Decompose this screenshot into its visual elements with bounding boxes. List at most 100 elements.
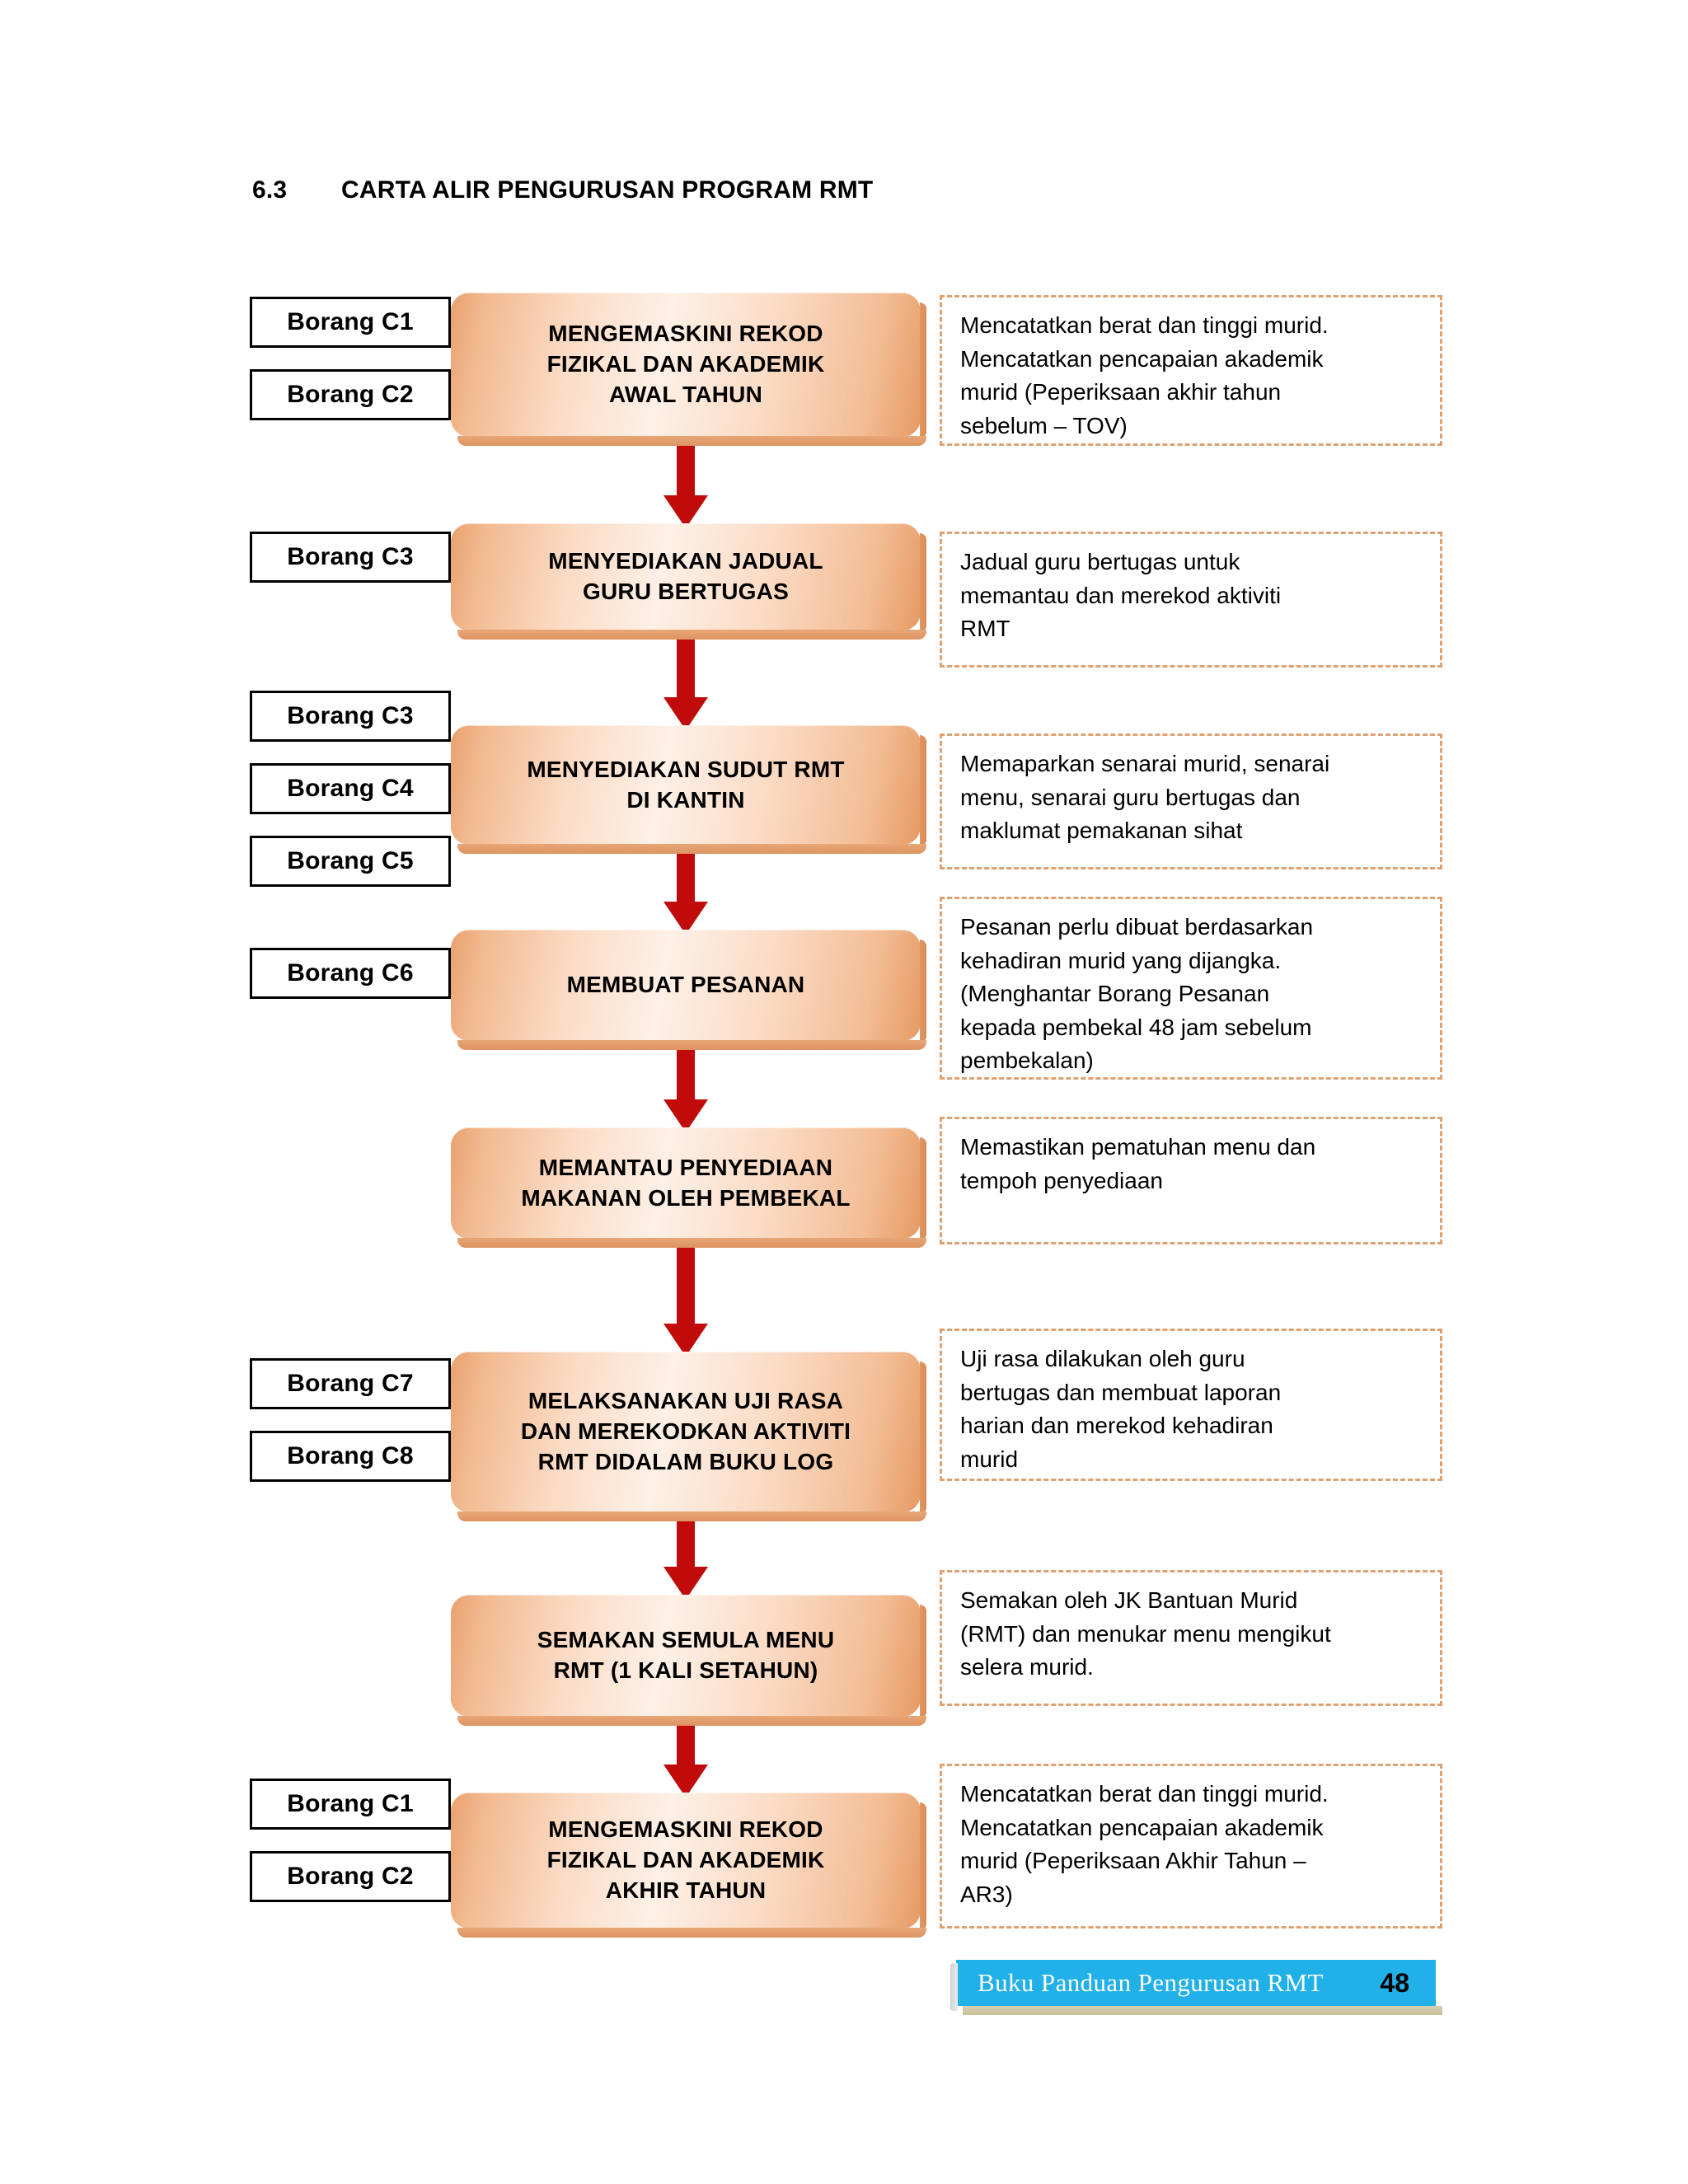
description-line: murid	[960, 1446, 1019, 1472]
description-line: tempoh penyediaan	[960, 1167, 1163, 1193]
description-line: pembekalan)	[960, 1047, 1094, 1074]
process-step: MEMBUAT PESANAN	[451, 930, 926, 1050]
description-line: Jadual guru bertugas untuk	[960, 549, 1240, 574]
description-box: Semakan oleh JK Bantuan Murid (RMT) dan m…	[940, 1570, 1442, 1706]
process-label-line: GURU BERTUGAS	[583, 579, 789, 604]
process-label-line: FIZIKAL DAN AKADEMIK	[546, 351, 825, 377]
process-label-line: AKHIR TAHUN	[605, 1877, 767, 1903]
process-step: MENGEMASKINI REKOD FIZIKAL DAN AKADEMIK AK…	[451, 1793, 926, 1938]
description-line: Memastikan pematuhan menu dan	[960, 1134, 1316, 1160]
form-tag: Borang C6	[250, 948, 451, 999]
form-tag: Borang C1	[250, 297, 451, 348]
description-line: Uji rasa dilakukan oleh guru	[960, 1346, 1245, 1371]
process-step: MENGEMASKINI REKOD FIZIKAL DAN AKADEMIK AW…	[451, 293, 926, 446]
arrow-head-icon	[663, 1324, 708, 1357]
form-tag: Borang C5	[250, 836, 451, 887]
description-line: Mencatatkan berat dan tinggi murid.	[960, 312, 1329, 338]
description-line: (RMT) dan menukar menu mengikut	[960, 1620, 1331, 1647]
process-label: MENYEDIAKAN JADUAL GURU BERTUGAS	[533, 546, 837, 607]
process-label-line: MELAKSANAKAN UJI RASA	[528, 1388, 844, 1414]
process-box: MENGEMASKINI REKOD FIZIKAL DAN AKADEMIK AK…	[451, 1793, 926, 1938]
footer-page-number: 48	[1380, 1967, 1409, 1998]
description-line: Pesanan perlu dibuat berdasarkan	[960, 914, 1314, 940]
process-label-line: MENYEDIAKAN JADUAL	[548, 548, 823, 574]
footer-shadow	[963, 2006, 1442, 2015]
form-tag: Borang C1	[250, 1779, 451, 1830]
description-line: bertugas dan membuat laporan	[960, 1379, 1282, 1405]
description-box: Memaparkan senarai murid, senarai menu, s…	[940, 733, 1442, 869]
process-label: MENGEMASKINI REKOD FIZIKAL DAN AKADEMIK AK…	[532, 1815, 840, 1906]
process-box: MEMBUAT PESANAN	[451, 930, 926, 1050]
form-tag: Borang C7	[250, 1358, 451, 1409]
description-line: murid (Peperiksaan akhir tahun	[960, 379, 1282, 405]
description-line: (Menghantar Borang Pesanan	[960, 981, 1270, 1007]
section-number: 6.3	[252, 176, 288, 204]
description-box: Mencatatkan berat dan tinggi murid.Menca…	[940, 1764, 1442, 1929]
description-line: AR3)	[960, 1881, 1013, 1907]
process-label-line: MEMBUAT PESANAN	[566, 972, 805, 998]
process-box: MENYEDIAKAN JADUAL GURU BERTUGAS	[451, 523, 926, 640]
flow-arrow	[661, 1239, 710, 1357]
description-box: Mencatatkan berat dan tinggi murid. Menca…	[940, 295, 1442, 446]
process-step: MENYEDIAKAN SUDUT RMT DI KANTIN	[451, 725, 926, 854]
description-line: RMT	[960, 616, 1010, 642]
form-tag: Borang C8	[250, 1431, 451, 1482]
description-line: maklumat pemakanan sihat	[960, 818, 1243, 844]
process-box: SEMAKAN SEMULA MENU RMT (1 KALI SETAHUN)	[451, 1595, 926, 1726]
description-line: Semakan oleh JK Bantuan Murid	[960, 1587, 1298, 1613]
description-line: Mencatatkan pencapaian akademik	[960, 345, 1324, 372]
arrow-shaft	[677, 1041, 695, 1099]
flow-arrow	[661, 630, 710, 730]
flow-arrow	[661, 1717, 710, 1797]
process-label: MENGEMASKINI REKOD FIZIKAL DAN AKADEMIK AW…	[532, 319, 840, 410]
process-box: MENGEMASKINI REKOD FIZIKAL DAN AKADEMIK AW…	[451, 293, 926, 446]
process-box: MENYEDIAKAN SUDUT RMT DI KANTIN	[451, 725, 926, 854]
process-label: SEMAKAN SEMULA MENU RMT (1 KALI SETAHUN)	[523, 1625, 850, 1686]
description-line: murid (Peperiksaan Akhir Tahun –	[960, 1848, 1306, 1874]
description-box: Memastikan pematuhan menu dan tempoh peny…	[940, 1117, 1442, 1244]
description-line: selera murid.	[960, 1654, 1094, 1680]
process-label: MENYEDIAKAN SUDUT RMT DI KANTIN	[512, 755, 859, 816]
arrow-head-icon	[663, 902, 708, 935]
process-label-line: DI KANTIN	[626, 786, 745, 813]
flow-arrow	[661, 1041, 710, 1132]
form-tag: Borang C3	[250, 532, 451, 583]
form-tag: Borang C2	[250, 369, 451, 420]
arrow-shaft	[677, 630, 695, 697]
description-box: Uji rasa dilakukan oleh guru bertugas dan…	[940, 1329, 1442, 1481]
description-line: memantau dan merekod aktiviti	[960, 582, 1282, 608]
process-step: SEMAKAN SEMULA MENU RMT (1 KALI SETAHUN)	[451, 1595, 926, 1726]
description-box: Jadual guru bertugas untuk memantau dan m…	[940, 532, 1442, 668]
description-line: kepada pembekal 48 jam sebelum	[960, 1014, 1312, 1040]
arrow-shaft	[677, 1717, 695, 1765]
process-label-line: MAKANAN OLEH PEMBEKAL	[521, 1184, 851, 1211]
description-line: Memaparkan senarai murid, senarai	[960, 751, 1330, 776]
footer-bar: Buku Panduan Pengurusan RMT 48	[950, 1960, 1436, 2011]
form-tag: Borang C3	[250, 691, 451, 742]
section-title: CARTA ALIR PENGURUSAN PROGRAM RMT	[341, 176, 874, 204]
footer-title: Buku Panduan Pengurusan RMT	[978, 1968, 1324, 1997]
process-label-line: AWAL TAHUN	[608, 381, 763, 407]
page-footer: Buku Panduan Pengurusan RMT 48	[950, 1960, 1442, 2015]
description-line: harian dan merekod kehadiran	[960, 1413, 1273, 1439]
process-label-line: RMT (1 KALI SETAHUN)	[553, 1657, 818, 1683]
flow-arrow	[661, 437, 710, 528]
flow-arrow	[661, 1512, 710, 1600]
process-label-line: MENYEDIAKAN SUDUT RMT	[527, 756, 845, 782]
flow-arrow	[661, 845, 710, 935]
description-line: menu, senarai guru bertugas dan	[960, 784, 1301, 810]
arrow-shaft	[677, 437, 695, 495]
process-label-line: MENGEMASKINI REKOD	[548, 1816, 823, 1843]
process-label-line: MENGEMASKINI REKOD	[548, 321, 823, 347]
arrow-head-icon	[663, 1099, 708, 1132]
arrow-head-icon	[663, 697, 708, 730]
process-label-line: RMT DIDALAM BUKU LOG	[537, 1448, 834, 1474]
process-label-line: FIZIKAL DAN AKADEMIK	[546, 1847, 825, 1873]
process-label-line: SEMAKAN SEMULA MENU	[537, 1627, 835, 1653]
arrow-shaft	[677, 1512, 695, 1567]
